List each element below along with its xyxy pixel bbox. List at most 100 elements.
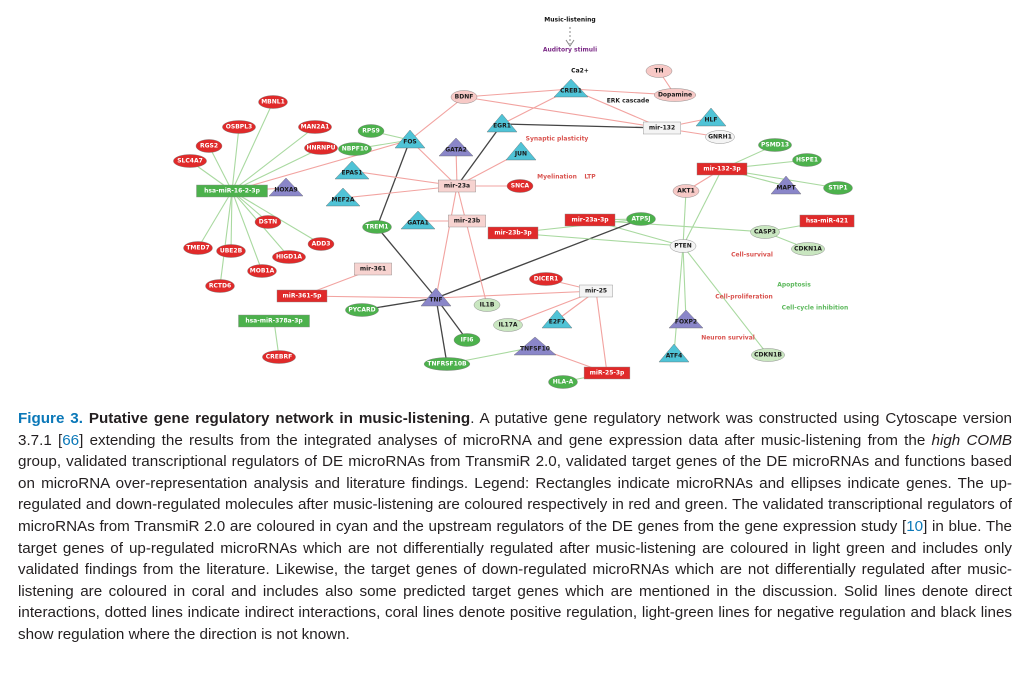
node-ifi6[interactable]: IFI6 [453, 333, 481, 347]
node-il17a[interactable]: IL17A [493, 318, 523, 332]
node-casp3[interactable]: CASP3 [750, 225, 780, 239]
node-label: hsa-miR-16-2-3p [204, 188, 260, 195]
gene-ellipse [298, 120, 332, 134]
node-il1b[interactable]: IL1B [473, 298, 501, 312]
node-nbpf10[interactable]: NBPF10 [338, 142, 372, 156]
node-gata2[interactable]: GATA2 [438, 137, 474, 157]
process-label-ltp: LTP [584, 174, 596, 181]
node-label: CDKN1B [754, 352, 782, 359]
node-stip1[interactable]: STIP1 [823, 181, 853, 195]
reference-66-link[interactable]: 66 [62, 431, 80, 449]
edge-mir-132-3p-PTEN [682, 168, 723, 247]
node-akt1[interactable]: AKT1 [672, 184, 700, 198]
node-pycard[interactable]: PYCARD [345, 303, 379, 317]
node-snca[interactable]: SNCA [506, 179, 534, 193]
node-higd1a[interactable]: HIGD1A [272, 250, 306, 264]
node-label: IL17A [498, 322, 517, 329]
node-label: mir-23b [454, 218, 481, 225]
node-label: HSPE1 [796, 157, 818, 164]
node-mir-23b-3p[interactable]: mir-23b-3p [487, 226, 539, 240]
node-th[interactable]: TH [645, 64, 673, 78]
node-mir-132-3p[interactable]: mir-132-3p [696, 162, 748, 176]
node-rctd6[interactable]: RCTD6 [205, 279, 235, 293]
node-mob1a[interactable]: MOB1A [247, 264, 277, 278]
figure-label: Figure 3. [18, 410, 83, 427]
node-creb1[interactable]: CREB1 [553, 78, 589, 98]
node-label: RPS9 [362, 128, 380, 135]
node-slc4a7[interactable]: SLC4A7 [173, 154, 207, 168]
node-e2f7[interactable]: E2F7 [541, 309, 573, 329]
node-crebrf[interactable]: CREBRF [262, 350, 296, 364]
node-rgs2[interactable]: RGS2 [195, 139, 223, 153]
node-label: PYCARD [348, 307, 375, 314]
edge-hsa-miR-16-2-3p-UBE2B [230, 190, 233, 252]
node-cdkn1b[interactable]: CDKN1B [751, 348, 785, 362]
node-mapt[interactable]: MAPT [770, 175, 802, 195]
node-osbpl3[interactable]: OSBPL3 [222, 120, 256, 134]
node-hsa-mir-421[interactable]: hsa-miR-421 [799, 214, 855, 228]
node-gata1[interactable]: GATA1 [400, 210, 436, 230]
node-jun[interactable]: JUN [505, 141, 537, 161]
node-fos[interactable]: FOS [394, 129, 426, 149]
node-dopamine[interactable]: Dopamine [654, 88, 697, 102]
edge-FOXP2-PTEN [682, 245, 687, 321]
group-name: high COMB [931, 431, 1013, 449]
node-mir-23a-3p[interactable]: mir-23a-3p [564, 213, 616, 227]
node-label: TNFSF10 [520, 346, 550, 353]
gene-ellipse [247, 264, 277, 278]
gene-ellipse [307, 237, 335, 251]
node-psmd13[interactable]: PSMD13 [758, 138, 792, 152]
node-label: mir-132-3p [703, 166, 741, 173]
node-mir-25[interactable]: mir-25 [579, 284, 613, 298]
node-mir-23b[interactable]: mir-23b [448, 214, 486, 228]
node-mir-132[interactable]: mir-132 [643, 121, 681, 135]
node-mir-361-5p[interactable]: miR-361-5p [276, 289, 328, 303]
node-label: HOXA9 [274, 187, 297, 194]
node-trem1[interactable]: TREM1 [362, 220, 392, 234]
gene-ellipse [672, 184, 700, 198]
node-foxp2[interactable]: FOXP2 [668, 309, 704, 329]
reference-10-link[interactable]: 10 [906, 517, 924, 535]
caption-text-3: group, validated transcriptional regulat… [18, 453, 1012, 535]
node-tnfsf10[interactable]: TNFSF10 [513, 336, 557, 356]
edge-BDNF-mir-132 [463, 96, 663, 129]
edge-TNF-TREM1 [376, 226, 437, 299]
node-ube2b[interactable]: UBE2B [216, 244, 246, 258]
node-mir-361[interactable]: mir-361 [354, 262, 392, 276]
node-mef2a[interactable]: MEF2A [325, 187, 361, 207]
node-hnrnpu[interactable]: HNRNPU [304, 141, 338, 155]
node-tnf[interactable]: TNF [420, 287, 452, 307]
node-tmed7[interactable]: TMED7 [183, 241, 213, 255]
node-cdkn1a[interactable]: CDKN1A [791, 242, 825, 256]
node-epas1[interactable]: EPAS1 [334, 160, 370, 180]
node-hspe1[interactable]: HSPE1 [792, 153, 822, 167]
node-mir-25-3p[interactable]: miR-25-3p [583, 366, 631, 380]
node-dicer1[interactable]: DICER1 [529, 272, 563, 286]
gene-ellipse [792, 153, 822, 167]
node-pten[interactable]: PTEN [669, 239, 697, 253]
node-mbnl1[interactable]: MBNL1 [258, 95, 288, 109]
node-egr1[interactable]: EGR1 [486, 113, 518, 133]
node-hsa-mir-378a-3p[interactable]: hsa-miR-378a-3p [238, 314, 310, 328]
gene-ellipse [195, 139, 223, 153]
node-atp5j[interactable]: ATP5J [626, 212, 656, 226]
node-dstn[interactable]: DSTN [254, 215, 282, 229]
node-hsa-mir-16-2-3p[interactable]: hsa-miR-16-2-3p [196, 184, 268, 198]
node-tnfrsf10b[interactable]: TNFRSF10B [423, 357, 471, 371]
auditory-stimuli-label: Auditory stimuli [543, 47, 597, 54]
node-hoxa9[interactable]: HOXA9 [268, 177, 304, 197]
node-label: mir-23b-3p [494, 230, 532, 237]
gene-ellipse [423, 357, 471, 371]
node-rps9[interactable]: RPS9 [357, 124, 385, 138]
node-man2a1[interactable]: MAN2A1 [298, 120, 332, 134]
node-bdnf[interactable]: BDNF [450, 90, 478, 104]
microrna-rect [238, 314, 310, 328]
node-gnrh1[interactable]: GNRH1 [705, 130, 735, 144]
node-atf4[interactable]: ATF4 [658, 343, 690, 363]
node-add3[interactable]: ADD3 [307, 237, 335, 251]
node-hla-a[interactable]: HLA-A [548, 375, 578, 389]
node-hlf[interactable]: HLF [695, 107, 727, 127]
node-label: Dopamine [658, 92, 692, 99]
node-mir-23a[interactable]: mir-23a [438, 179, 476, 193]
node-label: SLC4A7 [177, 158, 203, 165]
